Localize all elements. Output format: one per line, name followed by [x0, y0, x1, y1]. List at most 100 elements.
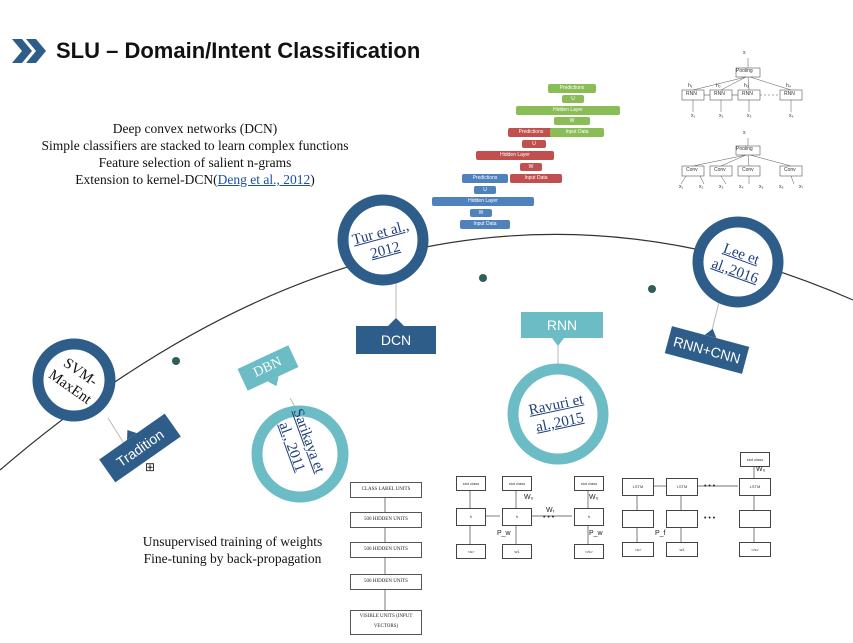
tag-rnn-shape — [521, 312, 603, 346]
tag-dcn: DCN — [380, 332, 412, 348]
dcn-note-4-suffix: ) — [310, 172, 315, 187]
circle-svm — [32, 338, 116, 422]
lee-top-cell-2: RNN — [714, 91, 725, 97]
rnn-right-lstm-1: LSTM — [622, 478, 654, 496]
slide-title-bar: SLU – Domain/Intent Classification — [12, 36, 420, 66]
rnn-left-out-2: slot class — [502, 476, 532, 491]
dcn-layer-9: W — [520, 163, 542, 171]
lee-top-x1: x₁ — [691, 113, 696, 119]
dcn-layer-14: W — [470, 209, 492, 217]
lee-bottom-cell-2: Conv — [714, 167, 726, 173]
rnn-left-h-2: h — [502, 508, 532, 526]
dcn-layer-5: Predictions — [508, 128, 554, 137]
timeline-node-1 — [172, 357, 180, 365]
lee-top-x4: x₄ — [789, 113, 794, 119]
dbn-note-2: Fine-tuning by back-propagation — [143, 551, 322, 566]
lee-top-cell-1: RNN — [686, 91, 697, 97]
dcn-layer-1: Predictions — [548, 84, 596, 93]
dcn-layer-11: Input Data — [510, 174, 562, 183]
rnn-right-wo: W₀ — [756, 466, 766, 473]
lee-bottom-x2: x₂ — [699, 184, 704, 190]
lee-bottom-x3: x₃ — [719, 184, 724, 190]
lee-top-x2: x₂ — [719, 113, 724, 119]
timeline-node-2 — [479, 274, 487, 282]
dcn-layer-15: Input Data — [460, 220, 510, 229]
rnn-left-pw: P_w — [497, 530, 511, 537]
tag-rnncnn-shape — [664, 326, 750, 374]
rnn-right-pf: P_f — [655, 530, 666, 537]
dbn-connectors — [384, 494, 386, 610]
dcn-note-2: Simple classifiers are stacked to learn … — [41, 138, 349, 153]
dcn-layer-12: U — [474, 186, 496, 194]
dcn-layer-7: U — [522, 140, 546, 148]
deng-2012-link[interactable]: Deng et al., 2012 — [217, 172, 311, 187]
rnn-left-connectors — [469, 490, 589, 544]
rnn-right-in-3: </s> — [739, 542, 771, 557]
rnn-right-dots: • • • — [704, 483, 716, 490]
lee-top-h1: h₁ — [688, 83, 693, 89]
dbn-notes: Unsupervised training of weights Fine-tu… — [120, 533, 345, 567]
rnn-left-pw-2: P_w — [589, 530, 603, 537]
rnn-right-lstm-3: LSTM — [739, 478, 771, 496]
tag-dbn-shape — [237, 345, 299, 391]
lee-top-x3: x₃ — [747, 113, 752, 119]
rnn-left-wr: Wᵣ — [546, 507, 555, 514]
lee-bottom-x5: x₅ — [759, 184, 764, 190]
lee-bottom-x7: x₇ — [799, 184, 804, 190]
rnn-left-wo-2: W₀ — [589, 494, 599, 501]
rnn-left-dots: • • • — [543, 514, 555, 521]
rnn-left-in-3: </s> — [574, 544, 604, 559]
rnn-right-out: slot class — [740, 452, 770, 467]
lee-bottom-cell-3: Conv — [742, 167, 754, 173]
rnn-left-out-1: slot class — [456, 476, 486, 491]
dbn-box-1: CLASS LABEL UNITS — [350, 482, 422, 498]
rnn-left-in-2: w1 — [502, 544, 532, 559]
lee-bottom-pool: Pooling — [736, 146, 753, 152]
rnn-left-wo: W₀ — [524, 494, 534, 501]
lee-bottom-out: s — [743, 130, 746, 136]
timeline-node-3 — [648, 285, 656, 293]
rnn-right-mid-2 — [666, 510, 698, 528]
lee-top-out: s — [743, 50, 746, 56]
dbn-box-5: VISIBLE UNITS (INPUT VECTORS) — [350, 610, 422, 635]
circle-lee — [692, 216, 784, 308]
dbn-box-3: 500 HIDDEN UNITS — [350, 542, 422, 558]
lee-top-h3: h₃ — [744, 83, 749, 89]
dcn-layer-4: W — [554, 117, 590, 125]
lee-bottom-x1: x₁ — [679, 184, 684, 190]
dcn-layer-6: Input Data — [550, 128, 604, 137]
rnn-left-in-1: <s> — [456, 544, 486, 559]
dbn-box-4: 500 HIDDEN UNITS — [350, 574, 422, 590]
dcn-layer-2: U — [562, 95, 584, 103]
circle-tur — [337, 194, 429, 286]
tag-tradition-shape — [99, 413, 181, 483]
rnn-left-h-1: h — [456, 508, 486, 526]
lee-top-h4: h₄ — [786, 83, 791, 89]
rnn-left-h-3: h — [574, 508, 604, 526]
lee-top-h2: h₂ — [716, 83, 721, 89]
slide-title: SLU – Domain/Intent Classification — [56, 38, 421, 63]
lee-top-cell-4: RNN — [784, 91, 795, 97]
rnn-right-mid-1 — [622, 510, 654, 528]
dcn-notes: Deep convex networks (DCN) Simple classi… — [10, 120, 380, 188]
dbn-note-1: Unsupervised training of weights — [142, 534, 323, 549]
rnn-right-mid-3 — [739, 510, 771, 528]
lee-top-cell-3: RNN — [742, 91, 753, 97]
lee-bottom-cell-1: Conv — [686, 167, 698, 173]
circle-ravuri — [507, 363, 609, 465]
lee-bottom-cell-4: Conv — [784, 167, 796, 173]
tag-rnn: RNN — [546, 317, 578, 333]
dcn-note-4-prefix: Extension to kernel-DCN( — [75, 172, 218, 187]
expand-icon[interactable]: ⊞ — [145, 460, 156, 474]
rnn-right-lstm-2: LSTM — [666, 478, 698, 496]
rnn-right-dots-2: • • • — [704, 515, 716, 522]
lee-top-pool: Pooling — [736, 68, 753, 74]
lee-bottom-x6: x₆ — [779, 184, 784, 190]
lee-diagrams — [680, 58, 803, 185]
rnn-left-out-3: slot class — [574, 476, 604, 491]
dcn-note-4: Extension to kernel-DCN(Deng et al., 201… — [10, 171, 380, 188]
dcn-note-1: Deep convex networks (DCN) — [112, 121, 278, 136]
dcn-layer-10: Predictions — [462, 174, 508, 183]
circle-sarikaya — [251, 405, 349, 503]
